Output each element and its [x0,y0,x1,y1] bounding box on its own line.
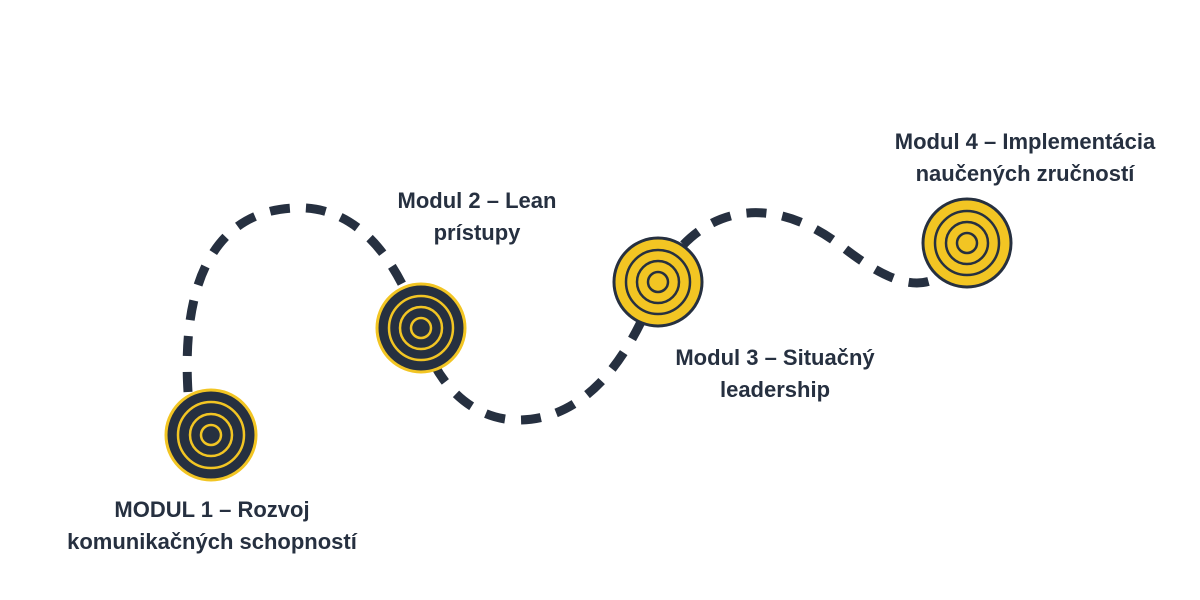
module-4-subtitle: naučených zručností [915,161,1135,186]
module-2-label: Modul 2 – Lean prístupy [357,185,597,249]
module-1-label: MODUL 1 – Rozvoj komunikačných schopnost… [32,494,392,558]
module-3-marker-icon [612,236,704,328]
module-2-title: Modul 2 – Lean [397,188,557,213]
module-3-subtitle: leadership [719,377,831,402]
module-4-label: Modul 4 – Implementácia naučených zručno… [855,126,1195,190]
module-3-title: Modul 3 – Situačný [675,345,875,370]
module-2-marker-icon [375,282,467,374]
module-2-subtitle: prístupy [433,220,521,245]
module-4-title: Modul 4 – Implementácia [894,129,1156,154]
module-3-label: Modul 3 – Situačný leadership [645,342,905,406]
module-4-marker-icon [921,197,1013,289]
module-1-subtitle: komunikačných schopností [67,529,357,554]
module-1-title: MODUL 1 – Rozvoj [114,497,310,522]
module-1-marker-icon [164,388,258,482]
